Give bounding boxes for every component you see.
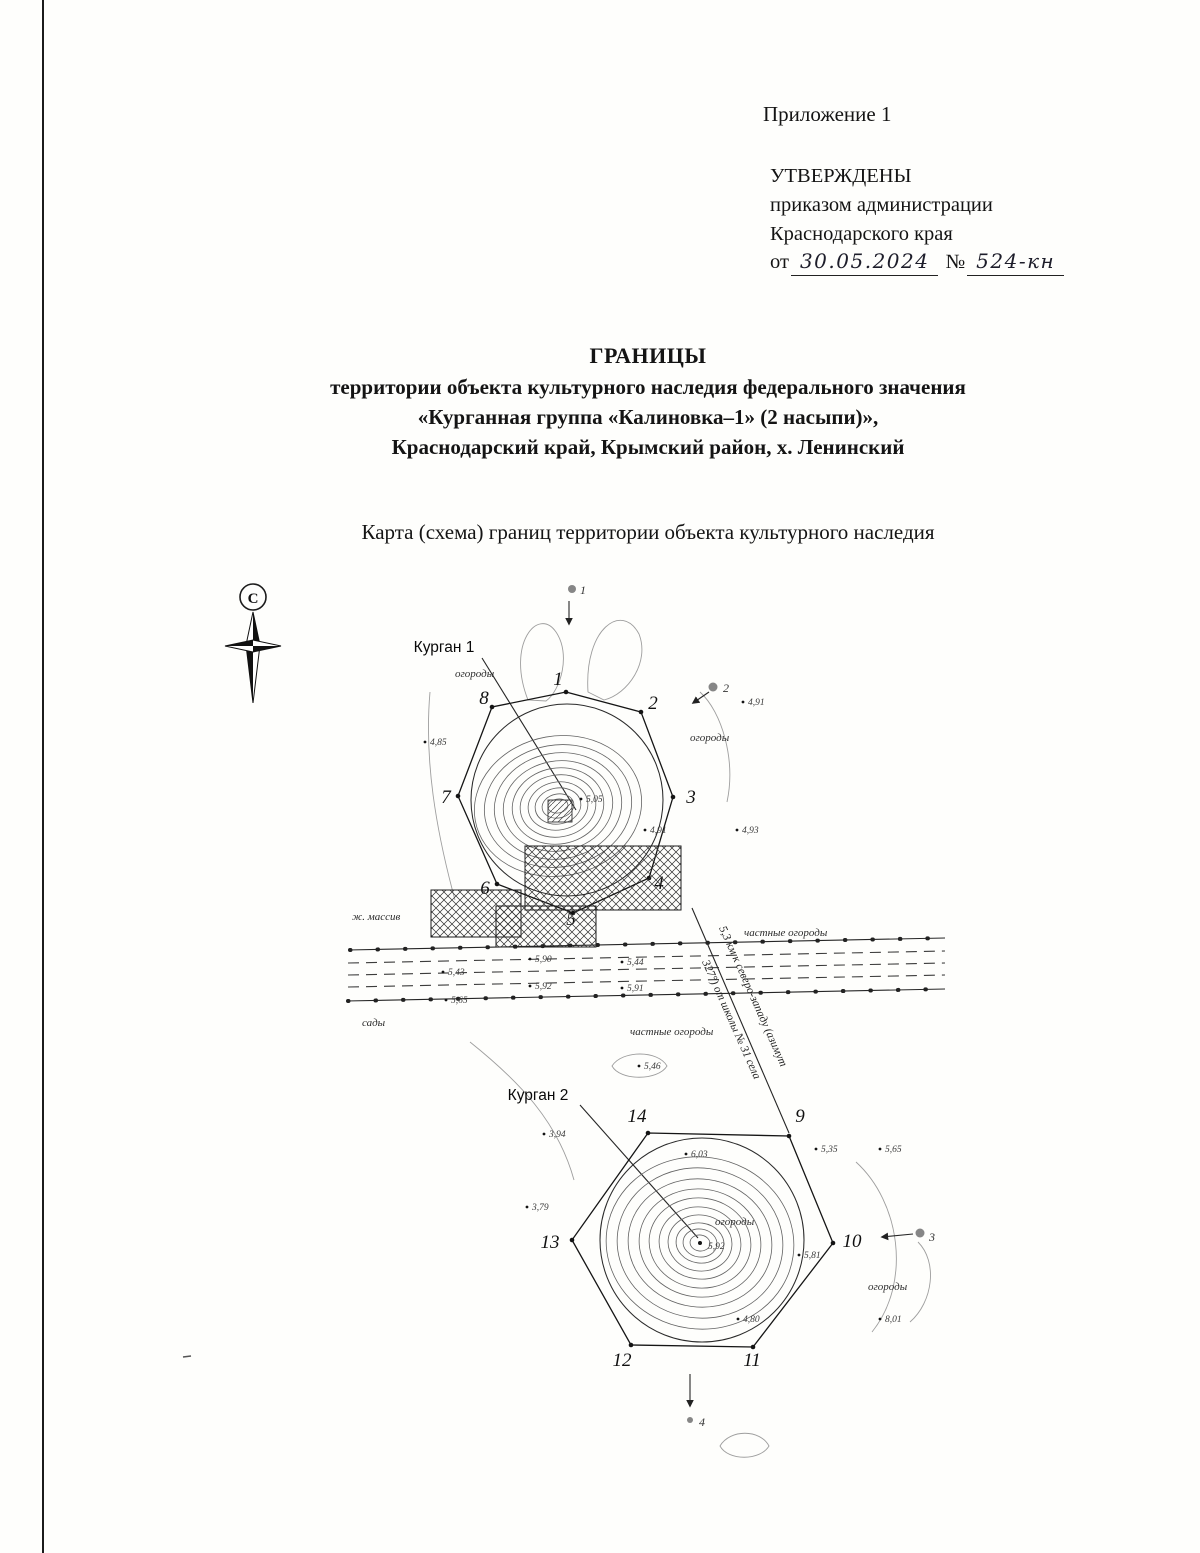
elevation-mark: 5,81 (804, 1251, 821, 1261)
annotation-gardens: огороды (455, 668, 495, 680)
elevation-mark: 5,65 (885, 1145, 902, 1155)
kurgan-1-summit-mark (547, 799, 573, 823)
title-line4: Краснодарский край, Крымский район, х. Л… (391, 435, 905, 459)
annotation-private-gardens: частные огороды (744, 927, 828, 939)
elevation-mark: 4,85 (430, 738, 447, 748)
elevation-mark: 5,90 (535, 955, 552, 965)
elevation-mark: 4,93 (742, 826, 759, 836)
handwritten-date: 30.05.2024 (799, 249, 930, 273)
elevation-mark: 5,91 (627, 984, 644, 994)
kurgan-1-label: Курган 1 (414, 639, 475, 656)
elevation-mark: 5,35 (821, 1145, 838, 1155)
kurgan-2-buffer-circle (599, 1137, 805, 1343)
point-label-12: 12 (613, 1350, 633, 1371)
number-sign: № (945, 251, 966, 273)
annotation-gardens: огороды (690, 732, 730, 744)
scan-artifact-dash (182, 1355, 192, 1358)
spot-elevations: 4,85 4,93 4,91 5,05 4,91 5,43 5,90 5,44 … (423, 698, 902, 1325)
kurgan-2-label: Курган 2 (508, 1087, 569, 1104)
approved-title: УТВЕРЖДЕНЫ (770, 165, 912, 187)
order-date-line: от 30.05.2024 № 524-кн (770, 249, 1066, 276)
survey-point-2-label: 2 (723, 681, 729, 695)
date-prefix: от (770, 251, 789, 273)
compass-rose-icon: С (224, 583, 282, 704)
elevation-mark: 6,03 (691, 1150, 708, 1160)
elevation-mark: 5,65 (451, 996, 468, 1006)
elevation-mark: 4,80 (743, 1315, 760, 1325)
point-label-8: 8 (479, 688, 489, 709)
annotation-gardens: огороды (868, 1281, 908, 1293)
elevation-mark: 3,94 (548, 1130, 566, 1140)
annotation-orchards: сады (362, 1017, 386, 1029)
point-label-2: 2 (648, 693, 658, 714)
annotation-residential: ж. массив (352, 911, 401, 923)
elevation-mark: 3,79 (531, 1203, 549, 1213)
survey-point-3-label: 3 (928, 1230, 935, 1244)
annotation-private-gardens: частные огороды (630, 1026, 714, 1038)
elevation-mark: 5,92 (535, 982, 552, 992)
elevation-mark: 5,43 (448, 968, 465, 978)
kurgan-2-contours (605, 1156, 795, 1330)
kurgan-2-leader-line (579, 1104, 699, 1239)
elevation-mark: 5,44 (627, 958, 644, 968)
handwritten-number: 524-кн (976, 249, 1056, 273)
kurgan-2: Курган 2 9 10 (508, 1087, 862, 1371)
distance-note-line2: 327°) от школы № 31 села (699, 957, 763, 1081)
point-label-10: 10 (843, 1231, 863, 1252)
elevation-mark: 4,91 (748, 698, 765, 708)
document-title: ГРАНИЦЫ территории объекта культурного н… (120, 341, 1176, 462)
survey-point-2: 2 (691, 681, 729, 704)
elevation-mark: 4,91 (650, 826, 667, 836)
point-label-9: 9 (795, 1106, 805, 1127)
field-boundary-lines (428, 619, 931, 1458)
survey-point-3: 3 (880, 1228, 935, 1244)
kurgan-2-boundary-points (569, 1130, 836, 1350)
map-caption: Карта (схема) границ территории объекта … (361, 520, 935, 544)
landuse-annotations: огороды огороды ж. массив частные огород… (352, 668, 908, 1293)
elevation-mark: 5,46 (644, 1062, 661, 1072)
survey-point-4-label: 4 (699, 1415, 705, 1429)
title-line2: территории объекта культурного наследия … (330, 375, 966, 399)
point-label-11: 11 (743, 1350, 761, 1371)
point-label-14: 14 (628, 1106, 648, 1127)
title-line3: «Курганная группа «Калиновка–1» (2 насып… (417, 405, 879, 429)
point-label-7: 7 (441, 787, 452, 808)
kurgan-1-leader-line (481, 657, 577, 811)
approval-block: УТВЕРЖДЕНЫ приказом администрации Красно… (770, 162, 993, 249)
road-band (345, 936, 947, 1003)
survey-point-1-label: 1 (580, 583, 586, 597)
elevation-mark: 5,92 (708, 1242, 725, 1252)
approved-line2: приказом администрации (770, 194, 993, 216)
title-line1: ГРАНИЦЫ (589, 343, 707, 368)
scan-binding-line (42, 0, 44, 1553)
appendix-label: Приложение 1 (763, 102, 892, 126)
survey-point-1: 1 (565, 583, 586, 626)
point-label-6: 6 (480, 878, 490, 899)
compass-north-letter: С (248, 591, 259, 607)
point-label-3: 3 (685, 787, 696, 808)
survey-point-4: 4 (686, 1374, 705, 1429)
elevation-mark: 5,05 (586, 795, 603, 805)
point-label-1: 1 (553, 669, 563, 690)
kurgan-2-summit-point (698, 1241, 702, 1245)
approved-line3: Краснодарского края (770, 223, 953, 245)
annotation-gardens: огороды (715, 1216, 755, 1228)
point-label-13: 13 (541, 1232, 560, 1253)
hatched-structures (430, 845, 682, 948)
elevation-mark: 8,01 (885, 1315, 902, 1325)
